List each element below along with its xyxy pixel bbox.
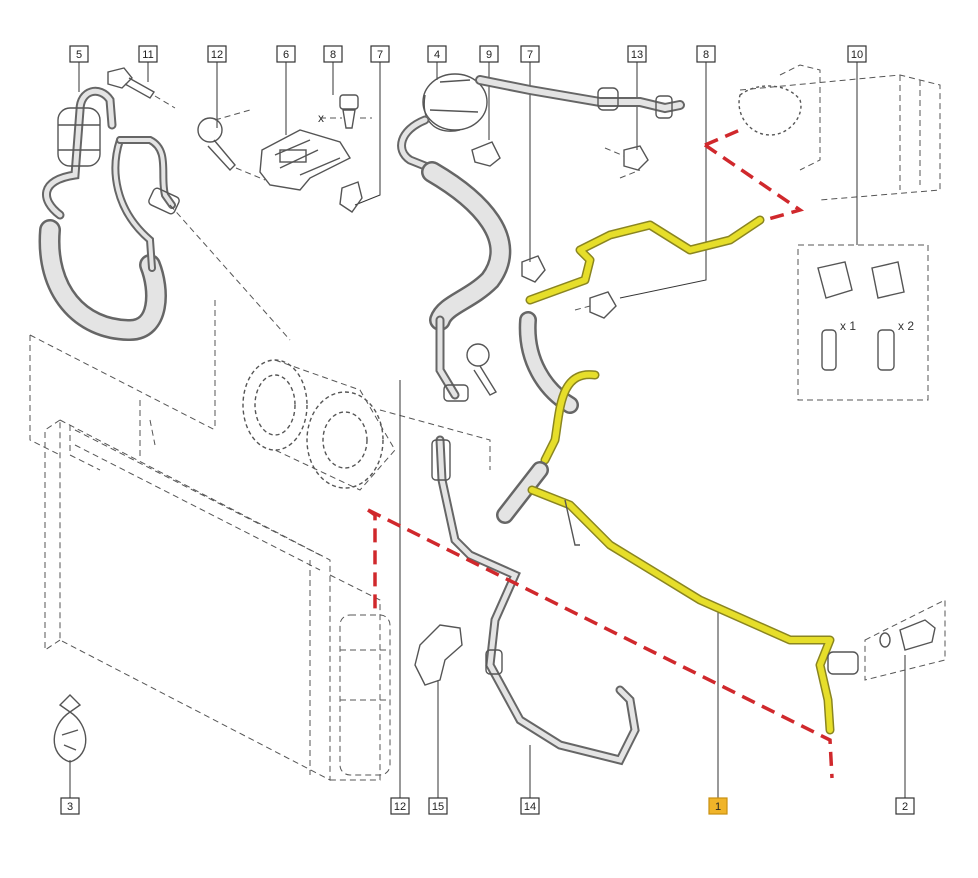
part-label-l2: 2 bbox=[895, 797, 915, 815]
fitting-13 bbox=[604, 145, 649, 179]
condenser-outline bbox=[29, 300, 381, 781]
part-label-box bbox=[895, 797, 915, 815]
part-label-number: 7 bbox=[527, 49, 533, 61]
leader-lines bbox=[69, 60, 906, 800]
bolt-8-top: x bbox=[318, 94, 372, 129]
receiver-drier-outline bbox=[339, 614, 391, 776]
part-label-number: 8 bbox=[703, 49, 709, 61]
clip-9 bbox=[471, 141, 501, 167]
part-label-l8b: 8 bbox=[696, 45, 716, 63]
part-label-number: 8 bbox=[330, 49, 336, 61]
bolt-8-center bbox=[574, 291, 617, 319]
part-label-box bbox=[627, 45, 647, 63]
bracket-15 bbox=[414, 624, 463, 686]
part-label-number: 13 bbox=[631, 49, 643, 61]
part-label-box bbox=[520, 45, 540, 63]
kit-qty-1: x 1 bbox=[840, 319, 856, 333]
part-label-number: 11 bbox=[142, 49, 153, 61]
part-label-l7a: 7 bbox=[370, 45, 390, 63]
part-label-l4: 4 bbox=[427, 45, 447, 63]
clip-7-center bbox=[521, 255, 546, 283]
kit-qty-2: x 2 bbox=[898, 319, 914, 333]
part-label-box bbox=[138, 45, 158, 63]
part-label-l9: 9 bbox=[479, 45, 499, 63]
valve-with-o-ring bbox=[864, 599, 946, 681]
pipe-14 bbox=[431, 435, 640, 766]
part-label-box bbox=[479, 45, 499, 63]
part-label-box bbox=[60, 797, 80, 815]
part-label-number: 15 bbox=[432, 801, 444, 813]
part-label-l15: 15 bbox=[428, 797, 448, 815]
part-label-number: 10 bbox=[851, 49, 863, 61]
heater-core-outline bbox=[738, 64, 941, 201]
part-label-box bbox=[370, 45, 390, 63]
clip-7-left bbox=[339, 181, 363, 213]
part-label-l5: 5 bbox=[69, 45, 89, 63]
part-label-l3: 3 bbox=[60, 797, 80, 815]
part-label-box bbox=[708, 797, 728, 815]
part-label-number: 6 bbox=[283, 49, 289, 61]
part-label-l6: 6 bbox=[276, 45, 296, 63]
part-label-number: 7 bbox=[377, 49, 383, 61]
discharge-hose-with-muffler bbox=[397, 73, 685, 402]
part-label-box bbox=[69, 45, 89, 63]
part-label-box bbox=[520, 797, 540, 815]
part-label-l8a: 8 bbox=[323, 45, 343, 63]
part-label-number: 14 bbox=[524, 801, 536, 813]
part-label-number: 12 bbox=[211, 49, 223, 61]
bracket-6 bbox=[259, 129, 352, 191]
parts-bag-3 bbox=[53, 694, 87, 763]
compressor-outline bbox=[242, 359, 491, 491]
part-label-l13: 13 bbox=[627, 45, 647, 63]
part-label-l11: 11 bbox=[138, 45, 158, 63]
part-label-l1: 1 bbox=[708, 797, 728, 815]
part-label-box bbox=[696, 45, 716, 63]
part-label-l12a: 12 bbox=[207, 45, 227, 63]
part-label-box bbox=[428, 797, 448, 815]
part-label-box bbox=[847, 45, 867, 63]
pipe-with-pressure-switch bbox=[38, 86, 291, 342]
part-label-box bbox=[323, 45, 343, 63]
bolt-12-lower bbox=[466, 343, 497, 396]
service-kit-10: x 1 x 2 bbox=[797, 244, 929, 401]
red-dashed-routes bbox=[366, 128, 834, 779]
part-label-box bbox=[276, 45, 296, 63]
highlighted-hose-1 bbox=[496, 215, 859, 735]
part-label-number: 5 bbox=[76, 49, 82, 61]
part-label-l12b: 12 bbox=[390, 797, 410, 815]
part-label-l10: 10 bbox=[847, 45, 867, 63]
part-label-l14: 14 bbox=[520, 797, 540, 815]
part-label-box bbox=[207, 45, 227, 63]
part-label-l7b: 7 bbox=[520, 45, 540, 63]
bolt-12 bbox=[197, 109, 266, 181]
part-label-number: 2 bbox=[902, 801, 908, 813]
part-label-box bbox=[427, 45, 447, 63]
part-label-number: 3 bbox=[67, 801, 73, 813]
arrow-x-marker: x bbox=[318, 111, 324, 125]
bolt-11 bbox=[107, 67, 176, 109]
part-label-number: 4 bbox=[434, 49, 440, 61]
part-label-number: 1 bbox=[715, 801, 721, 813]
part-label-box bbox=[390, 797, 410, 815]
part-label-number: 9 bbox=[486, 49, 492, 61]
part-label-number: 12 bbox=[394, 801, 406, 813]
